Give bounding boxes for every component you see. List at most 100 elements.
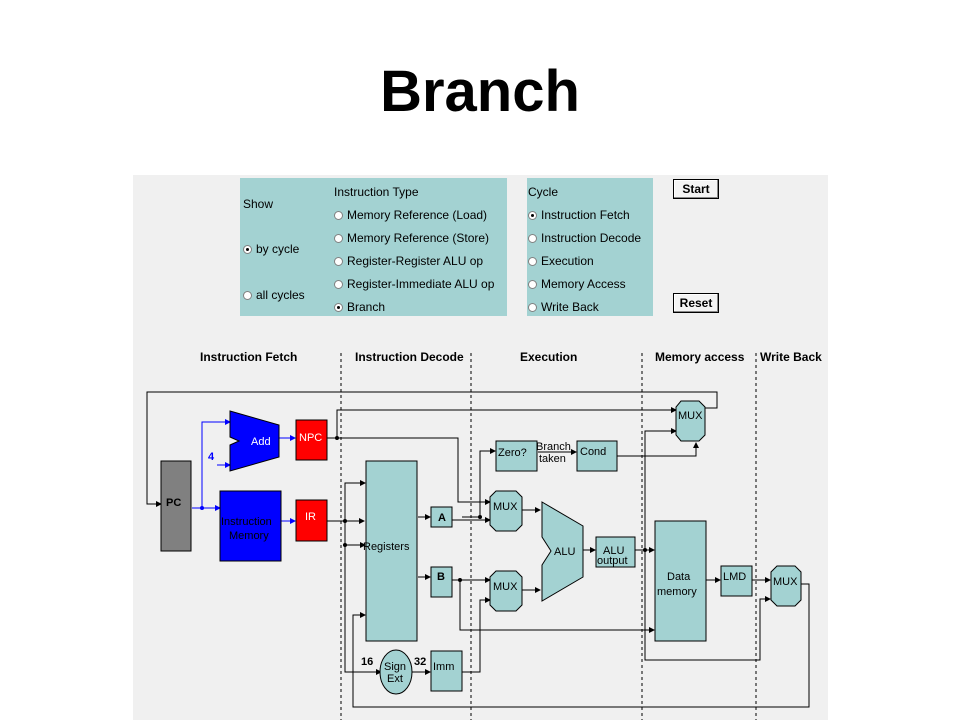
radio-empty-icon: [528, 233, 537, 243]
instr-load-radio[interactable]: Memory Reference (Load): [334, 208, 487, 222]
register-file: [365, 460, 418, 642]
cycle-mem-radio[interactable]: Memory Access: [528, 277, 626, 291]
instruction-type-heading: Instruction Type: [334, 185, 419, 199]
alu-mux-b: [489, 570, 523, 612]
imem-label-2: Memory: [229, 530, 269, 542]
show-heading: Show: [243, 197, 274, 211]
writeback-mux: [770, 565, 802, 607]
wire-wb-to-regs: [352, 583, 810, 708]
wire-aluout-to-mux: [644, 428, 677, 550]
add-label: Add: [251, 436, 271, 448]
instr-rr-alu-radio[interactable]: Register-Register ALU op: [334, 254, 483, 268]
wire-mux-to-pc: [146, 391, 718, 507]
show-all-cycles-radio[interactable]: all cycles: [243, 288, 305, 302]
zero-test-unit: [495, 440, 538, 472]
cycle-if-radio[interactable]: Instruction Fetch: [528, 208, 630, 222]
imm-register: [430, 650, 463, 692]
b-label: B: [437, 571, 445, 583]
alu-output-register: [595, 536, 636, 568]
wire-ir-to-regs-2: [344, 480, 366, 521]
sign-ext-label-2: Ext: [387, 673, 403, 685]
junction-dot: [200, 506, 204, 510]
alu-mux-b-label: MUX: [493, 581, 518, 593]
radio-selected-icon: [334, 302, 343, 312]
pc-label: PC: [166, 497, 181, 509]
dmem-label-1: Data: [667, 571, 691, 583]
radio-label: Execution: [541, 254, 594, 268]
top-mux: [675, 400, 706, 442]
wire-npc-to-alu-mux: [337, 437, 491, 505]
sign-ext-label-1: Sign: [384, 661, 406, 673]
radio-empty-icon: [334, 279, 343, 289]
a-register: [430, 506, 453, 528]
top-mux-label: MUX: [678, 410, 703, 422]
wire-aluout-to-wbmux: [644, 550, 771, 661]
radio-empty-icon: [528, 256, 537, 266]
alu-label: ALU: [554, 546, 575, 558]
show-panel: Show by cycle all cycles: [240, 178, 341, 316]
npc-register: [295, 419, 328, 461]
radio-selected-icon: [528, 210, 537, 220]
junction-dot: [478, 515, 482, 519]
wire-ir-to-signext: [344, 545, 382, 675]
instruction-memory: [219, 490, 282, 562]
b-register: [430, 566, 453, 598]
reset-button[interactable]: Reset: [673, 293, 719, 313]
stage-label-wb: Write Back: [760, 350, 822, 364]
branch-taken-label-2: taken: [539, 453, 566, 465]
const-4-label: 4: [208, 451, 215, 463]
cycle-ex-radio[interactable]: Execution: [528, 254, 594, 268]
bits-16-label: 16: [361, 656, 373, 668]
stage-label-ex: Execution: [520, 350, 577, 364]
radio-selected-icon: [243, 244, 252, 254]
wire-npc-to-mux: [327, 407, 677, 439]
cycle-heading: Cycle: [528, 185, 559, 199]
junction-dot: [343, 543, 347, 547]
radio-label: by cycle: [256, 242, 300, 256]
instr-store-radio[interactable]: Memory Reference (Store): [334, 231, 489, 245]
lmd-label: LMD: [723, 571, 746, 583]
radio-empty-icon: [243, 290, 252, 300]
junction-dot: [643, 548, 647, 552]
cond-register: [576, 440, 618, 472]
radio-label: Branch: [347, 300, 386, 314]
instr-ri-alu-radio[interactable]: Register-Immediate ALU op: [334, 277, 494, 291]
radio-empty-icon: [528, 302, 537, 312]
cycle-id-radio[interactable]: Instruction Decode: [528, 231, 641, 245]
alu-mux-a: [489, 490, 523, 532]
zero-label: Zero?: [498, 447, 527, 459]
cond-label: Cond: [580, 446, 606, 458]
pipeline-applet: Show by cycle all cycles Instruction Typ…: [133, 175, 828, 720]
add-unit: [229, 410, 280, 472]
instr-branch-radio[interactable]: Branch: [334, 300, 385, 314]
a-label: A: [438, 512, 446, 524]
junction-dot: [343, 519, 347, 523]
imem-label-1: Instruction: [221, 516, 272, 528]
ir-label: IR: [305, 511, 316, 523]
radio-empty-icon: [334, 256, 343, 266]
show-by-cycle-radio[interactable]: by cycle: [243, 242, 299, 256]
radio-label: Register-Register ALU op: [347, 254, 484, 268]
start-button[interactable]: Start: [673, 179, 719, 199]
imm-label: Imm: [433, 661, 454, 673]
registers-label: Registers: [363, 541, 410, 553]
data-memory: [654, 520, 707, 642]
radio-label: Instruction Fetch: [541, 208, 630, 222]
radio-label: Write Back: [541, 300, 599, 314]
radio-empty-icon: [528, 279, 537, 289]
wire-b-to-dmem: [459, 580, 655, 633]
junction-dot: [458, 578, 462, 582]
cycle-wb-radio[interactable]: Write Back: [528, 300, 599, 314]
radio-empty-icon: [334, 210, 343, 220]
alu-output-label-1: ALU: [603, 545, 624, 557]
radio-label: Memory Reference (Load): [347, 208, 488, 222]
radio-label: Instruction Decode: [541, 231, 642, 245]
radio-label: Register-Immediate ALU op: [347, 277, 495, 291]
pc-register: [160, 460, 192, 552]
cycle-panel: Cycle Instruction Fetch Instruction Deco…: [527, 178, 653, 316]
sign-extend-unit: [379, 649, 413, 695]
dmem-label-2: memory: [657, 586, 697, 598]
wire-ir-to-regs-3: [344, 521, 366, 548]
branch-taken-label-1: Branch: [536, 441, 571, 453]
radio-label: all cycles: [256, 288, 305, 302]
